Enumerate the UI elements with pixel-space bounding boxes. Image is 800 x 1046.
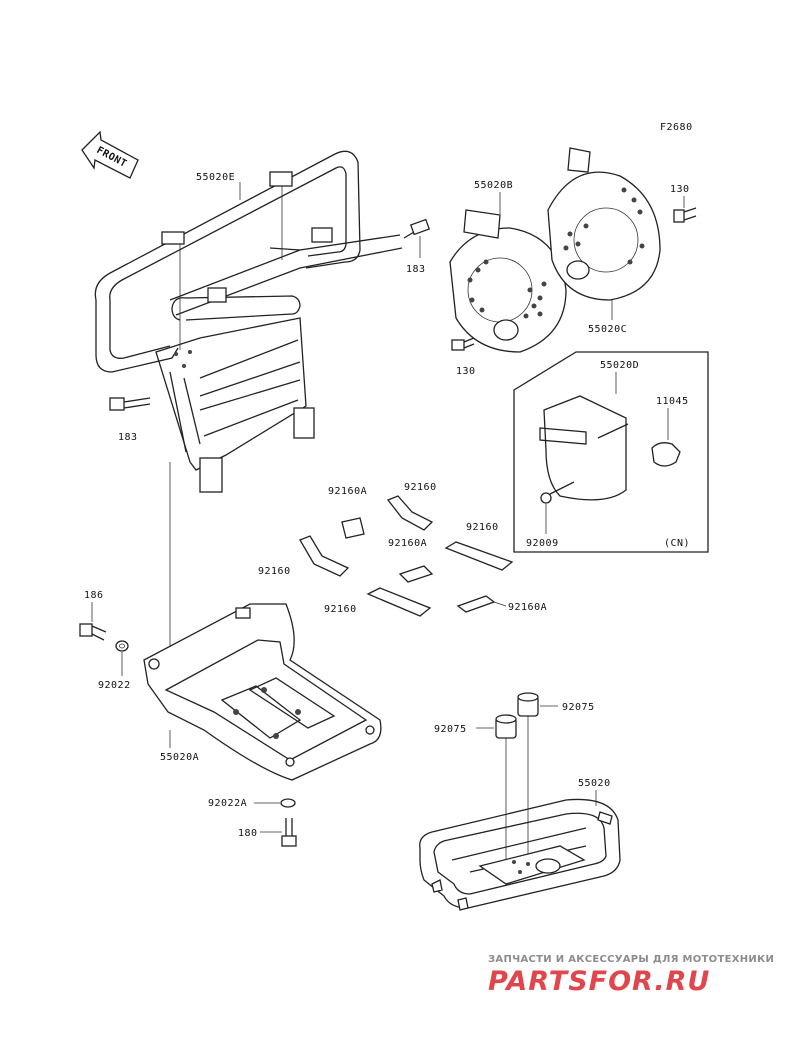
label-183-left: 183 <box>118 432 138 443</box>
label-92022: 92022 <box>98 680 131 691</box>
label-92160A-3: 92160A <box>508 602 547 613</box>
label-92160-3: 92160 <box>258 566 291 577</box>
pad-92160A-2 <box>398 565 434 583</box>
label-55020: 55020 <box>578 778 611 789</box>
pad-92160-1 <box>386 495 434 531</box>
label-cn: (CN) <box>664 538 690 549</box>
clamp-11045 <box>651 408 681 467</box>
figure-code: F2680 <box>660 122 693 133</box>
bolt-130-top <box>673 207 697 223</box>
cn-box-group <box>513 351 709 553</box>
bolt-180 <box>281 818 297 847</box>
label-55020A: 55020A <box>160 752 199 763</box>
label-183-top: 183 <box>406 264 426 275</box>
label-92022A: 92022A <box>208 798 247 809</box>
label-11045: 11045 <box>656 396 689 407</box>
label-55020D: 55020D <box>600 360 639 371</box>
label-180: 180 <box>238 828 258 839</box>
pad-92160-2 <box>444 541 514 571</box>
front-bumper-55020E <box>94 150 403 493</box>
skid-plate-55020A <box>143 603 382 781</box>
watermark-logo: PARTSFOR.RU <box>488 966 710 997</box>
washer-92022 <box>115 640 129 652</box>
screw-92009 <box>540 481 575 504</box>
label-92160-1: 92160 <box>404 482 437 493</box>
bolt-186 <box>79 623 107 641</box>
bolt-183-top <box>403 218 431 239</box>
watermark-tagline: ЗАПЧАСТИ И АКСЕССУАРЫ ДЛЯ МОТОТЕХНИКИ <box>488 954 774 965</box>
label-92009: 92009 <box>526 538 559 549</box>
bolt-183-left <box>109 397 151 411</box>
label-92075-left: 92075 <box>434 724 467 735</box>
label-92160-4: 92160 <box>324 604 357 615</box>
label-55020E: 55020E <box>196 172 235 183</box>
pad-92160A-1 <box>341 517 365 539</box>
pad-92160-3 <box>299 535 350 577</box>
washer-92022A <box>280 798 296 808</box>
spacer-92075-left <box>495 714 517 739</box>
label-55020B: 55020B <box>474 180 513 191</box>
label-92160A-2: 92160A <box>388 538 427 549</box>
label-92075-right: 92075 <box>562 702 595 713</box>
rear-carrier-55020 <box>419 798 621 911</box>
bolt-130-bottom <box>451 337 475 351</box>
label-130-top: 130 <box>670 184 690 195</box>
label-92160A-1: 92160A <box>328 486 367 497</box>
guard-55020D <box>539 395 629 501</box>
label-186: 186 <box>84 590 104 601</box>
label-55020C: 55020C <box>588 324 627 335</box>
label-130-bottom: 130 <box>456 366 476 377</box>
front-arrow-icon: FRONT <box>81 130 139 179</box>
disc-guard-55020B <box>449 209 567 353</box>
pad-92160A-3 <box>456 595 507 613</box>
pad-92160-4 <box>366 587 432 617</box>
spacer-92075-right <box>517 692 539 717</box>
disc-guard-55020C <box>547 147 661 301</box>
label-92160-2: 92160 <box>466 522 499 533</box>
